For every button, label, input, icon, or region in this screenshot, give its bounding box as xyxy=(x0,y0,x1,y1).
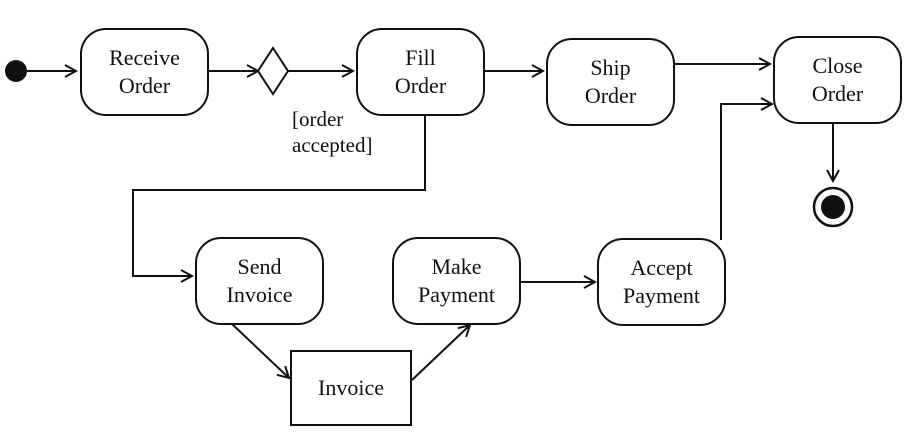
send-invoice-label-line1: Send xyxy=(237,254,282,279)
close-order-label-line2: Order xyxy=(811,81,864,106)
edge-fill-order-to-send-invoice xyxy=(132,116,426,276)
make-payment-label-line2: Payment xyxy=(418,282,495,307)
receive-order-action: Receive Order xyxy=(80,28,209,116)
close-order-action: Close Order xyxy=(773,36,902,124)
close-order-label-line1: Close xyxy=(812,53,863,78)
make-payment-action: Make Payment xyxy=(392,237,521,325)
edge-invoice-to-make-payment xyxy=(411,325,470,381)
make-payment-label-line1: Make xyxy=(431,254,482,279)
accept-payment-label-line1: Accept xyxy=(630,255,693,280)
fill-order-label-line2: Order xyxy=(394,73,447,98)
decision-node xyxy=(256,46,290,96)
guard-line2: accepted] xyxy=(292,133,373,157)
receive-order-label-line1: Receive xyxy=(109,45,180,70)
guard-line1: [order xyxy=(292,107,344,131)
invoice-object-label: Invoice xyxy=(318,375,384,400)
edge-send-invoice-to-invoice xyxy=(231,323,289,378)
ship-order-action: Ship Order xyxy=(546,38,675,126)
ship-order-label-line2: Order xyxy=(584,83,637,108)
send-invoice-label-line2: Invoice xyxy=(226,282,293,307)
fill-order-action: Fill Order xyxy=(356,28,485,116)
accept-payment-label-line2: Payment xyxy=(623,283,700,308)
receive-order-label-line2: Order xyxy=(118,73,171,98)
final-node-inner xyxy=(821,195,845,219)
accept-payment-action: Accept Payment xyxy=(597,238,726,326)
fill-order-label-line1: Fill xyxy=(405,45,436,70)
edge-accept-payment-to-close-order xyxy=(720,104,772,240)
guard-condition: [order accepted] xyxy=(292,106,372,158)
send-invoice-action: Send Invoice xyxy=(195,237,324,325)
ship-order-label-line1: Ship xyxy=(590,55,631,80)
initial-node xyxy=(5,60,27,82)
invoice-object-node: Invoice xyxy=(290,350,412,426)
